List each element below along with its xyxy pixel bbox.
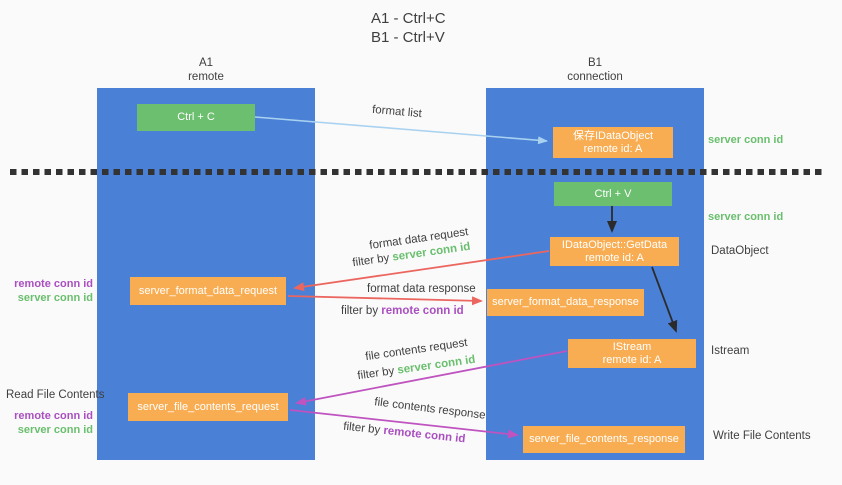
column-b-name: B1 — [587, 57, 603, 69]
server-format-data-response-label: server_format_data_response — [492, 296, 639, 308]
server-file-contents-response-node: server_file_contents_response — [523, 426, 685, 453]
column-b-subtitle: connection — [567, 71, 623, 83]
server-conn-id-left-label-2: server conn id — [17, 424, 93, 436]
format-list-label: format list — [371, 103, 423, 121]
dotted-separator-line — [10, 169, 823, 175]
column-a-subtitle: remote — [188, 71, 224, 83]
remote-conn-id-term-1: remote conn id — [381, 305, 464, 317]
istream-line1: IStream — [612, 340, 652, 353]
column-a-header: A1 remote — [97, 56, 315, 84]
left-conn-id-group-2: remote conn id server conn id — [5, 409, 93, 437]
server-file-contents-response-label: server_file_contents_response — [529, 433, 679, 445]
remote-conn-id-left-label-2: remote conn id — [14, 410, 93, 422]
server-format-data-request-node: server_format_data_request — [130, 277, 286, 305]
server-conn-id-right-label-1: server conn id — [708, 134, 784, 146]
column-a-name: A1 — [198, 57, 214, 69]
title-line-2: B1 - Ctrl+V — [371, 29, 445, 46]
idataobject-getdata-node: IDataObject::GetData remote id: A — [550, 237, 679, 266]
server-conn-id-left-label-1: server conn id — [17, 292, 93, 304]
istream-side-label: Istream — [711, 345, 750, 357]
filter-by-prefix-3: filter by — [356, 364, 399, 383]
server-format-data-request-label: server_format_data_request — [138, 284, 278, 297]
filter-by-prefix-2: filter by — [341, 305, 382, 317]
server-conn-id-right-label-2: server conn id — [708, 211, 784, 223]
save-idataobject-node: 保存IDataObject remote id: A — [553, 127, 673, 158]
format-data-response-arrow — [287, 295, 483, 306]
left-conn-id-group-1: remote conn id server conn id — [5, 277, 93, 305]
idataobject-getdata-line1: IDataObject::GetData — [561, 238, 668, 251]
ctrl-v-label: Ctrl + V — [594, 187, 632, 200]
filter-by-remote-conn-id-label-2: filter by remote conn id — [343, 421, 466, 446]
dataobject-label: DataObject — [711, 245, 769, 257]
server-format-data-response-node: server_format_data_response — [487, 289, 644, 316]
diagram-title: A1 - Ctrl+C B1 - Ctrl+V — [371, 9, 446, 47]
remote-conn-id-left-label-1: remote conn id — [14, 278, 93, 290]
read-file-contents-label: Read File Contents — [6, 389, 105, 401]
remote-conn-id-term-2: remote conn id — [382, 424, 466, 446]
write-file-contents-label: Write File Contents — [713, 430, 811, 442]
filter-by-remote-conn-id-label-1: filter by remote conn id — [341, 305, 464, 317]
server-file-contents-request-node: server_file_contents_request — [128, 393, 288, 421]
ctrl-c-label: Ctrl + C — [177, 111, 215, 123]
idataobject-getdata-line2: remote id: A — [585, 251, 644, 264]
title-line-1: A1 - Ctrl+C — [371, 10, 446, 27]
ctrl-v-node: Ctrl + V — [554, 182, 672, 206]
filter-by-prefix-1: filter by — [351, 251, 394, 270]
ctrl-c-node: Ctrl + C — [137, 104, 255, 131]
save-idataobject-line1: 保存IDataObject — [572, 129, 654, 142]
column-b-header: B1 connection — [486, 56, 704, 84]
filter-by-prefix-4: filter by — [342, 420, 385, 437]
istream-node: IStream remote id: A — [568, 339, 696, 368]
file-contents-response-label: file contents response — [373, 396, 487, 422]
format-data-response-label: format data response — [367, 283, 476, 295]
save-idataobject-line2: remote id: A — [583, 142, 643, 155]
server-file-contents-request-label: server_file_contents_request — [137, 400, 279, 413]
server-conn-id-term-2: server conn id — [396, 353, 477, 377]
istream-line2: remote id: A — [602, 353, 662, 366]
